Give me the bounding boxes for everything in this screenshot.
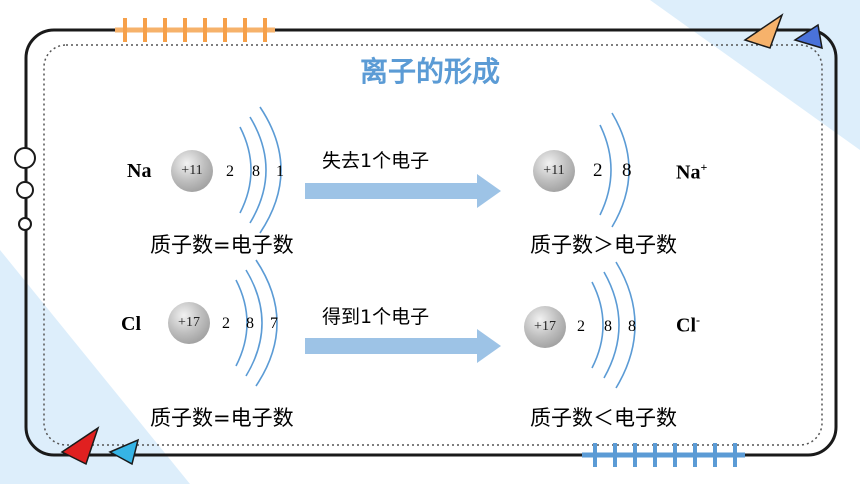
na-ion-symbol: Na+: [676, 160, 707, 185]
cl-atom-relation: 质子数=电子数: [150, 406, 294, 430]
cl-ion-shells: [591, 261, 636, 389]
na-atom-shells: [239, 106, 282, 234]
cl-ion-charge: -: [696, 313, 700, 327]
gain-electron-label: 得到1个电子: [322, 306, 430, 328]
na-ion-shells: [599, 112, 630, 228]
na-ion-nucleus: +11: [533, 150, 575, 192]
na-ion-shell-2-count: 8: [622, 160, 632, 181]
cl-ion-symbol-text: Cl: [676, 314, 696, 337]
cl-atom-nucleus: +17: [168, 302, 210, 344]
na-shell-1-count: 2: [226, 163, 234, 180]
cl-ion-nucleus: +17: [524, 306, 566, 348]
cl-shell-2-count: 8: [246, 315, 254, 332]
cl-ion-shell-2-count: 8: [604, 318, 612, 335]
reaction-arrow-1: [305, 174, 501, 208]
na-atom-nucleus: +11: [171, 150, 213, 192]
cl-ion-relation: 质子数＜电子数: [530, 406, 677, 430]
na-ion-charge: +: [700, 160, 708, 174]
na-atom-symbol: Na: [127, 160, 152, 182]
cl-ion-shell-1-count: 2: [577, 318, 585, 335]
cl-shell-3-count: 7: [270, 315, 278, 332]
cl-atom-symbol: Cl: [121, 313, 141, 335]
reaction-arrow-2: [305, 329, 501, 363]
na-atom-relation: 质子数=电子数: [150, 233, 294, 257]
cl-shell-1-count: 2: [222, 315, 230, 332]
cl-ion-shell-3-count: 8: [628, 318, 636, 335]
na-ion-relation: 质子数＞电子数: [530, 233, 677, 257]
lose-electron-label: 失去1个电子: [322, 150, 430, 172]
na-shell-2-count: 8: [252, 163, 260, 180]
page-title: 离子的形成: [359, 55, 500, 88]
cl-ion-symbol: Cl-: [676, 313, 700, 338]
na-ion-symbol-text: Na: [676, 161, 701, 184]
na-shell-3-count: 1: [276, 163, 284, 180]
na-ion-shell-1-count: 2: [593, 160, 603, 181]
cl-atom-shells: [235, 259, 278, 387]
